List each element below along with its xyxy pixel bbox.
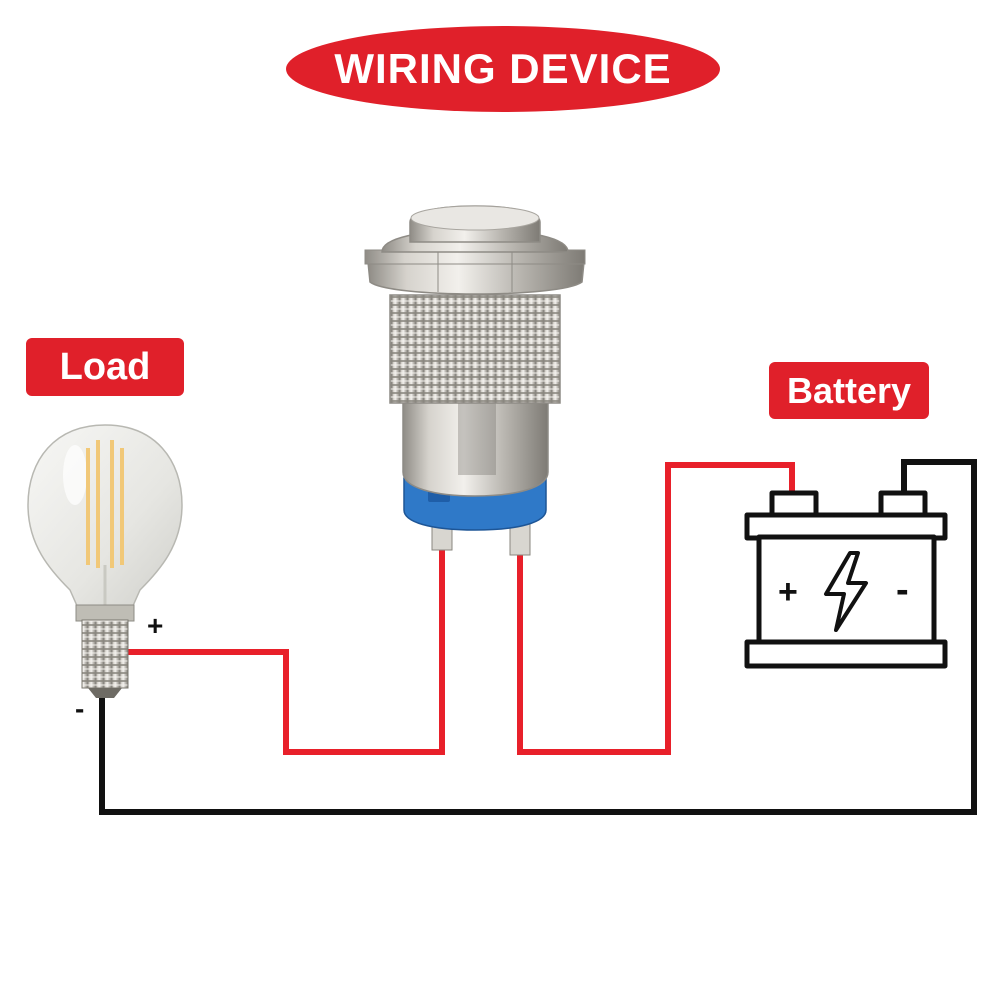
- battery-positive-sign: +: [778, 573, 798, 611]
- positive-wire-battery: [517, 462, 795, 755]
- switch-threaded-body: [389, 294, 561, 404]
- title-text: WIRING DEVICE: [334, 45, 672, 92]
- battery-negative-sign: -: [896, 569, 909, 611]
- load-positive-sign: +: [147, 610, 164, 641]
- load-negative-sign: -: [75, 693, 85, 724]
- switch-lower-body: [402, 394, 549, 497]
- page-title: WIRING DEVICE: [286, 26, 720, 112]
- battery-label-text: Battery: [786, 369, 912, 411]
- negative-wire: [99, 459, 977, 815]
- load-label: Load: [26, 338, 184, 396]
- positive-wire-load: [118, 540, 445, 755]
- push-button-switch-icon: [364, 205, 586, 556]
- bulb-screw-base: [81, 619, 129, 698]
- lightning-bolt-icon: [824, 551, 868, 632]
- battery-label: Battery: [769, 362, 929, 419]
- switch-hex-nut: [367, 261, 585, 295]
- load-label-text: Load: [59, 345, 151, 388]
- battery-icon: [744, 490, 948, 669]
- light-bulb-icon: [27, 424, 183, 698]
